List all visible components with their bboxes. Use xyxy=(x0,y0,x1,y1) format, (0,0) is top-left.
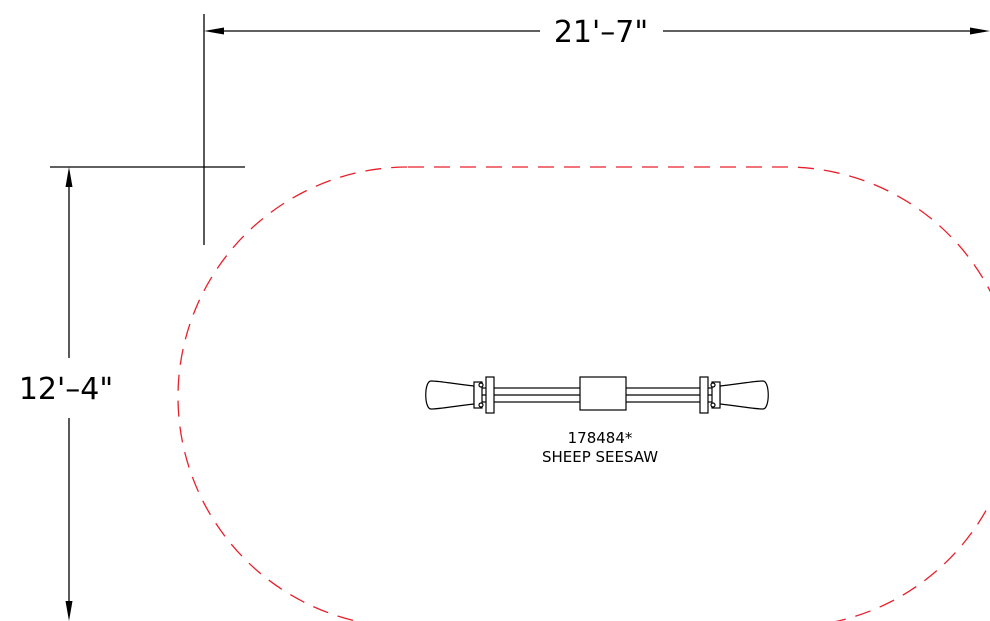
left-handle-bolt xyxy=(478,382,484,388)
height-dimension-label: 12'–4" xyxy=(19,372,113,407)
left-seat xyxy=(425,380,475,410)
left-handle-bracket xyxy=(473,381,483,409)
right-handle-post xyxy=(699,376,709,414)
right-handle-bolt xyxy=(710,382,716,388)
seesaw-plan xyxy=(425,376,769,414)
width-arrow-left xyxy=(204,27,224,35)
right-handle-bracket xyxy=(711,381,721,409)
height-arrow-top xyxy=(65,167,73,187)
height-arrow-bottom xyxy=(65,601,73,621)
width-dimension xyxy=(204,27,990,35)
width-dimension-label: 21'–7" xyxy=(554,15,648,50)
safety-zone-outline xyxy=(177,166,990,621)
left-handle-post xyxy=(485,376,495,414)
extension-lines xyxy=(50,14,245,245)
right-seat xyxy=(719,380,769,410)
seesaw-pivot xyxy=(579,376,627,411)
right-handle-bolt-lower xyxy=(710,402,716,408)
left-handle-bolt-lower xyxy=(478,402,484,408)
width-arrow-right xyxy=(970,27,990,35)
product-number: 178484* xyxy=(568,429,633,447)
height-dimension xyxy=(65,167,73,621)
product-name: SHEEP SEESAW xyxy=(542,448,658,466)
